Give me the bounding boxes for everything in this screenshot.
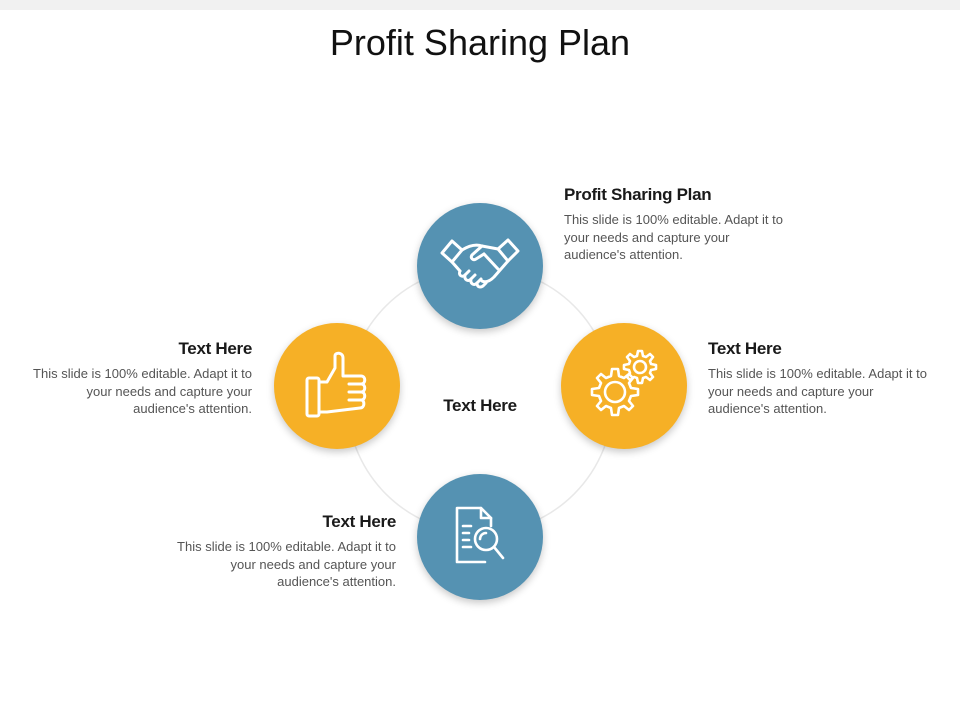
node-top [417,203,543,329]
item-heading: Text Here [322,512,396,531]
item-heading: Profit Sharing Plan [564,185,712,204]
thumbs-up-icon [305,351,367,418]
top-bar [0,0,960,10]
handshake-icon [440,238,520,289]
item-block-left: Text Here This slide is 100% editable. A… [30,339,252,418]
item-block-bottom: Text Here This slide is 100% editable. A… [174,512,396,591]
center-label: Text Here [443,396,517,415]
document-search-icon [455,506,505,564]
item-block-top: Profit Sharing Plan This slide is 100% e… [564,185,786,264]
item-body: This slide is 100% editable. Adapt it to… [33,366,252,416]
node-bottom [417,474,543,600]
item-heading: Text Here [178,339,252,358]
slide-title: Profit Sharing Plan [329,22,631,63]
item-body: This slide is 100% editable. Adapt it to… [564,212,783,262]
item-body: This slide is 100% editable. Adapt it to… [177,539,396,589]
node-right [561,323,687,449]
gears-icon [590,349,658,417]
item-body: This slide is 100% editable. Adapt it to… [708,366,927,416]
node-left [274,323,400,449]
item-heading: Text Here [708,339,782,358]
item-block-right: Text Here This slide is 100% editable. A… [708,339,930,418]
